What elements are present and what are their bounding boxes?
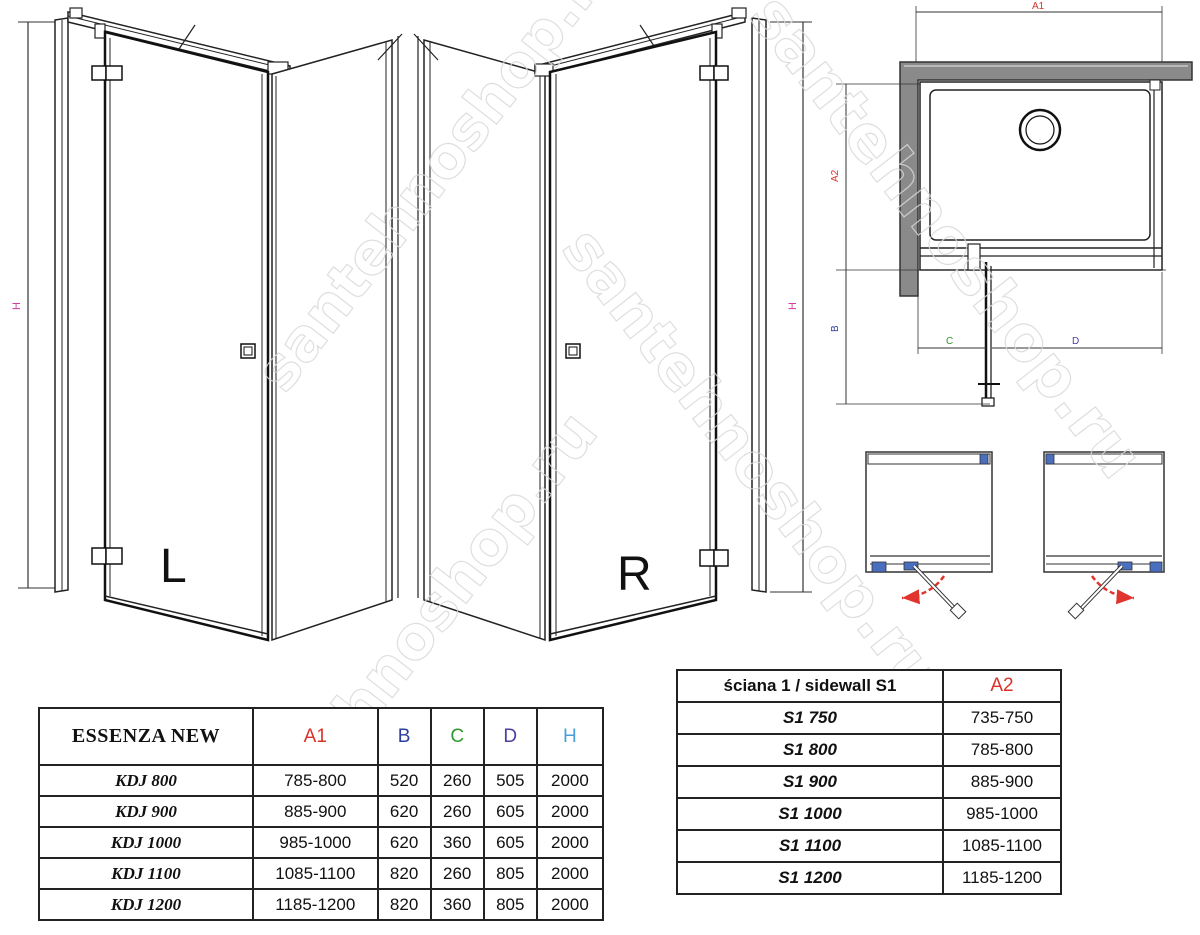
header-model: ESSENZA NEW [38,707,254,766]
b-cell: 820 [376,857,432,890]
a2-label: A2 [830,169,841,182]
sidewall-cell: S1 900 [676,765,944,799]
header-a2: A2 [942,669,1062,703]
a2-cell: 885-900 [942,765,1062,799]
sidewall-cell: S1 750 [676,701,944,735]
table-row: KDJ 1100 1085-1100 820 260 805 2000 [38,857,605,890]
c-cell: 360 [429,826,485,859]
b-label: B [830,325,841,332]
left-letter: L [160,540,187,593]
model-cell: KDJ 1000 [38,826,254,859]
h-cell: 2000 [535,826,605,859]
c-cell: 260 [429,764,485,797]
d-cell: 605 [482,826,538,859]
height-label-right: H [787,302,799,310]
model-cell: KDJ 1200 [38,888,254,921]
h-cell: 2000 [535,857,605,890]
b-cell: 520 [376,764,432,797]
right-letter: R [617,548,652,601]
sidewall-cell: S1 800 [676,733,944,767]
c-label: C [946,336,953,347]
table-row: S1 900 885-900 [676,765,1062,799]
sidewall-cell: S1 1200 [676,861,944,895]
d-cell: 805 [482,888,538,921]
header-b: B [376,707,432,766]
sidewall-table-header: ściana 1 / sidewall S1 A2 [676,669,1062,703]
a2-cell: 735-750 [942,701,1062,735]
table-row: S1 1100 1085-1100 [676,829,1062,863]
header-h: H [535,707,605,766]
table-row: S1 800 785-800 [676,733,1062,767]
header-sidewall: ściana 1 / sidewall S1 [676,669,944,703]
models-table: ESSENZA NEW A1 B C D H KDJ 800 785-800 5… [38,707,605,921]
left-door-view: H L [11,7,403,642]
d-cell: 805 [482,857,538,890]
a1-cell: 1185-1200 [252,888,379,921]
table-row: KDJ 1200 1185-1200 820 360 805 2000 [38,888,605,921]
a1-cell: 885-900 [252,795,379,828]
model-cell: KDJ 800 [38,764,254,797]
a1-cell: 985-1000 [252,826,379,859]
sidewall-cell: S1 1100 [676,829,944,863]
a2-cell: 785-800 [942,733,1062,767]
b-cell: 620 [376,795,432,828]
table-row: KDJ 1000 985-1000 620 360 605 2000 [38,826,605,859]
a1-label: A1 [1032,1,1045,12]
b-cell: 620 [376,826,432,859]
model-cell: KDJ 900 [38,795,254,828]
table-row: KDJ 900 885-900 620 260 605 2000 [38,795,605,828]
right-door-view: H R [413,7,812,642]
d-label: D [1072,336,1079,347]
h-cell: 2000 [535,888,605,921]
a2-cell: 1085-1100 [942,829,1062,863]
c-cell: 260 [429,857,485,890]
sidewall-cell: S1 1000 [676,797,944,831]
swing-diagram-left [865,451,993,620]
d-cell: 605 [482,795,538,828]
table-row: S1 1000 985-1000 [676,797,1062,831]
table-row: KDJ 800 785-800 520 260 505 2000 [38,764,605,797]
sidewall-table: ściana 1 / sidewall S1 A2 S1 750 735-750… [676,669,1062,895]
header-c: C [429,707,485,766]
a2-cell: 985-1000 [942,797,1062,831]
a2-cell: 1185-1200 [942,861,1062,895]
height-label-left: H [11,302,23,310]
b-cell: 820 [376,888,432,921]
models-table-header: ESSENZA NEW A1 B C D H [38,707,605,766]
c-cell: 360 [429,888,485,921]
swing-diagram-right [1043,451,1165,620]
a1-cell: 785-800 [252,764,379,797]
c-cell: 260 [429,795,485,828]
header-a1: A1 [252,707,379,766]
table-row: S1 1200 1185-1200 [676,861,1062,895]
table-row: S1 750 735-750 [676,701,1062,735]
d-cell: 505 [482,764,538,797]
h-cell: 2000 [535,795,605,828]
h-cell: 2000 [535,764,605,797]
a1-cell: 1085-1100 [252,857,379,890]
header-d: D [482,707,538,766]
plan-view: A1 A2 B C D [830,1,1193,407]
model-cell: KDJ 1100 [38,857,254,890]
